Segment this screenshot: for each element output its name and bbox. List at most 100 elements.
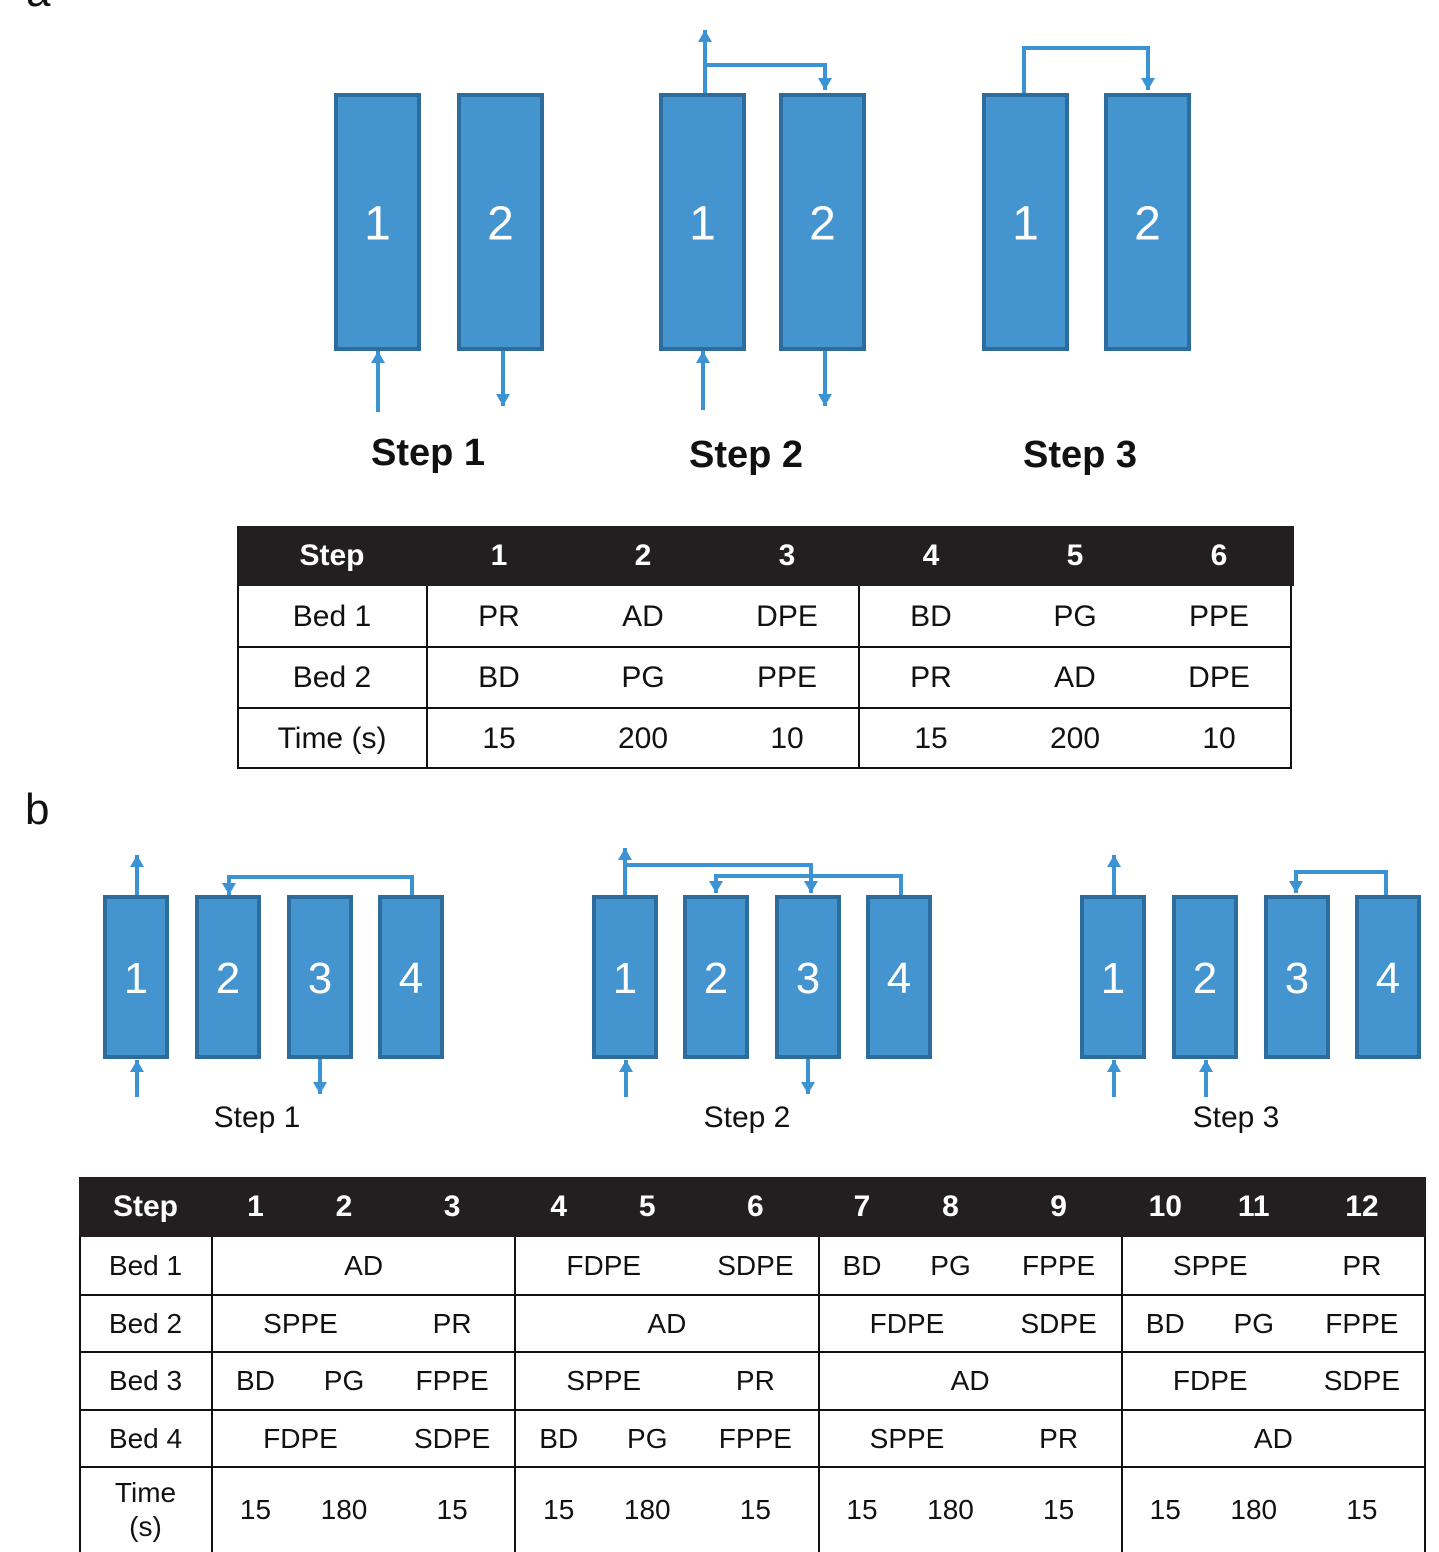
bed: 3 [1264, 895, 1330, 1059]
flow-arrow-icon [801, 1059, 815, 1094]
bed-column [1355, 895, 1421, 1059]
table-cell: 180 [320, 1493, 368, 1525]
table-cell: 15 [1043, 1493, 1075, 1525]
table-cell: SDPE [414, 1422, 491, 1454]
flow-arrow-icon [130, 1060, 144, 1097]
table-cell: BD [842, 1250, 882, 1282]
table-cell: FDPE [869, 1307, 945, 1339]
table-cell: 200 [1049, 721, 1101, 755]
table-cell: PR [1039, 1422, 1079, 1454]
bed-number: 1 [613, 954, 637, 1003]
bed-column [103, 895, 169, 1059]
bed-column [1080, 895, 1146, 1059]
table-cell: SDPE [1020, 1307, 1097, 1339]
header-cell: 11 [1237, 1190, 1270, 1223]
arrowhead [618, 848, 632, 860]
table-rule [79, 1351, 1426, 1353]
flow-arrow-icon [1022, 46, 1155, 93]
table-cell: 15 [543, 1493, 575, 1525]
table-cell: AD [1253, 1422, 1293, 1454]
table-cell: BD [478, 660, 520, 694]
bed: 2 [779, 93, 866, 351]
table-rule [79, 1237, 81, 1552]
table-cell: PG [627, 1422, 668, 1454]
table-cell: 15 [1149, 1493, 1181, 1525]
bed-column [683, 895, 749, 1059]
arrowhead [1107, 1060, 1121, 1072]
bed-number: 1 [124, 954, 148, 1003]
bed-number: 3 [308, 954, 332, 1003]
arrowhead [801, 1082, 815, 1094]
table-cell: PPE [756, 660, 818, 694]
table-cell: AD [950, 1365, 990, 1397]
row-label: Bed 2 [292, 660, 372, 694]
bed-column [779, 93, 866, 351]
table-rule [1290, 586, 1292, 769]
header-cell: 8 [942, 1190, 959, 1223]
bed-column [1264, 895, 1330, 1059]
table-rule [79, 1409, 1426, 1411]
arrowhead [130, 855, 144, 867]
bed-column [1172, 895, 1238, 1059]
flow-arrow-icon [705, 63, 832, 90]
header-cell: 2 [634, 539, 652, 572]
bed: 4 [1355, 895, 1421, 1059]
arrowhead [222, 883, 236, 895]
row-label: Bed 4 [108, 1422, 183, 1454]
bed-number: 4 [1376, 954, 1400, 1003]
bed-column [982, 93, 1069, 351]
bed-column [378, 895, 444, 1059]
row-label: Time (s) [277, 721, 387, 755]
arrowhead [1289, 881, 1303, 893]
table-cell: 180 [623, 1493, 671, 1525]
row-label: Bed 3 [108, 1365, 183, 1397]
bed-column [659, 93, 746, 351]
table-cell: 10 [1202, 721, 1236, 755]
flow-arrow-icon [618, 848, 632, 895]
table-cell: FPPE [415, 1365, 489, 1397]
step-label: Step 2 [704, 1101, 791, 1134]
table-cell: 200 [617, 721, 669, 755]
table-cell: PR [910, 660, 952, 694]
table-cell: FPPE [718, 1422, 792, 1454]
step-label: Step 1 [371, 432, 485, 474]
table-cell: AD [344, 1250, 384, 1282]
table-cell: 15 [436, 1493, 468, 1525]
bed-column [287, 895, 353, 1059]
table-cell: BD [236, 1365, 275, 1397]
arrowhead [619, 1060, 633, 1072]
flow-arrow-icon [371, 351, 385, 412]
bed: 2 [195, 895, 261, 1059]
arrowhead [1107, 855, 1121, 867]
table-cell: AD [622, 599, 664, 633]
bed-number: 1 [1012, 197, 1039, 250]
bed: 4 [378, 895, 444, 1059]
arrowhead [130, 1060, 144, 1072]
header-cell: 7 [853, 1190, 871, 1223]
table-cell: PG [1053, 599, 1097, 633]
arrowhead [1141, 78, 1155, 90]
table-rule [79, 1294, 1426, 1296]
flow-arrow-icon [496, 351, 510, 406]
table-cell: SPPE [566, 1365, 642, 1397]
table-cell: FDPE [566, 1250, 642, 1282]
header-cell: 1 [490, 539, 508, 572]
table-rule [514, 1237, 517, 1552]
arrowhead [696, 351, 710, 363]
bed-column [457, 93, 544, 351]
table-cell: 15 [482, 721, 516, 755]
flow-line [705, 63, 827, 90]
header-cell: 6 [1210, 539, 1228, 572]
bed: 2 [1104, 93, 1191, 351]
bed: 4 [866, 895, 932, 1059]
table-rule [237, 646, 1292, 648]
bed-number: 1 [364, 197, 391, 250]
flow-arrow-icon [1107, 855, 1121, 895]
table-cell: FDPE [1172, 1365, 1248, 1397]
bed: 1 [659, 93, 746, 351]
flow-arrow-icon [619, 1060, 633, 1097]
flow-arrow-icon [222, 875, 414, 895]
header-cell: Step [299, 539, 365, 572]
table-header [79, 1177, 1426, 1237]
table-rule [79, 1466, 1426, 1468]
